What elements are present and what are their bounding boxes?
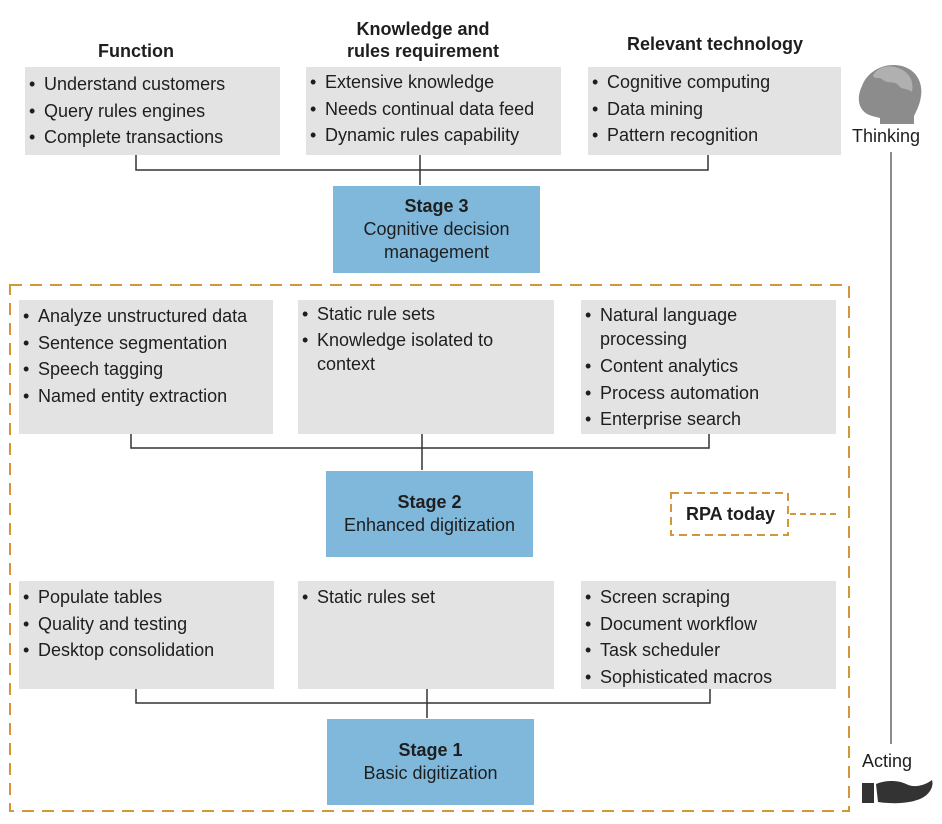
stage1-function-list: Populate tables Quality and testing Desk… <box>19 581 274 664</box>
list-item: Populate tables <box>19 584 274 611</box>
stage1-box: Stage 1 Basic digitization <box>327 719 534 805</box>
list-item: Quality and testing <box>19 611 274 638</box>
stage2-knowledge-box: Static rule sets Knowledge isolated to c… <box>298 300 554 434</box>
header-knowledge: Knowledge and rules requirement <box>308 18 538 62</box>
stage1-subtitle: Basic digitization <box>363 763 498 783</box>
stage2-subtitle: Enhanced digitization <box>343 515 516 535</box>
list-item: Dynamic rules capability <box>306 122 561 149</box>
list-item: Sentence segmentation <box>19 330 273 357</box>
open-hand-icon <box>862 780 933 804</box>
stage1-technology-list: Screen scraping Document workflow Task s… <box>581 581 836 690</box>
stage2-function-list: Analyze unstructured data Sentence segme… <box>19 300 273 409</box>
stage1-function-box: Populate tables Quality and testing Desk… <box>19 581 274 689</box>
stage3-technology-list: Cognitive computing Data mining Pattern … <box>588 67 841 149</box>
header-knowledge-line1: Knowledge and <box>356 19 490 39</box>
list-item: Query rules engines <box>25 98 280 125</box>
list-item: Process automation <box>581 380 836 407</box>
list-item: Static rules set <box>298 584 554 611</box>
list-item: Content analytics <box>581 353 836 380</box>
stage1-technology-box: Screen scraping Document workflow Task s… <box>581 581 836 690</box>
acting-label: Acting <box>862 751 913 771</box>
list-item: Extensive knowledge <box>306 69 561 96</box>
header-knowledge-line2: rules requirement <box>346 41 500 61</box>
stage3-title: Stage 3 <box>404 196 469 216</box>
list-item: Document workflow <box>581 611 836 638</box>
stage3-connector <box>135 155 709 185</box>
list-item: Desktop consolidation <box>19 637 274 664</box>
thinking-label: Thinking <box>852 126 921 146</box>
stage3-knowledge-list: Extensive knowledge Needs continual data… <box>306 67 561 149</box>
list-item: Analyze unstructured data <box>19 303 273 330</box>
stage1-connector <box>135 689 711 718</box>
rpa-today-label: RPA today <box>685 504 775 524</box>
stage3-technology-box: Cognitive computing Data mining Pattern … <box>588 67 841 155</box>
stage2-technology-box: Natural language processing Content anal… <box>581 300 836 434</box>
stage2-knowledge-list: Static rule sets Knowledge isolated to c… <box>298 300 554 376</box>
stage3-subtitle-line2: management <box>383 242 490 262</box>
rpa-dashed-frame <box>9 284 850 812</box>
list-item: Pattern recognition <box>588 122 841 149</box>
head-brain-icon <box>858 64 922 124</box>
stage3-knowledge-box: Extensive knowledge Needs continual data… <box>306 67 561 155</box>
list-item: Screen scraping <box>581 584 836 611</box>
stage2-function-box: Analyze unstructured data Sentence segme… <box>19 300 273 434</box>
header-technology: Relevant technology <box>626 34 804 54</box>
stage1-knowledge-box: Static rules set <box>298 581 554 689</box>
list-item: Enterprise search <box>581 406 836 433</box>
stage3-function-list: Understand customers Query rules engines… <box>25 67 280 151</box>
list-item: Speech tagging <box>19 356 273 383</box>
stage1-knowledge-list: Static rules set <box>298 581 554 611</box>
list-item: Natural language processing <box>581 303 770 351</box>
list-item: Static rule sets <box>298 301 554 328</box>
list-item: Sophisticated macros <box>581 664 836 691</box>
list-item: Understand customers <box>25 71 280 98</box>
list-item: Data mining <box>588 96 841 123</box>
stage3-function-box: Understand customers Query rules engines… <box>25 67 280 155</box>
stage3-box: Stage 3 Cognitive decision management <box>333 186 540 273</box>
stage3-subtitle-line1: Cognitive decision <box>363 219 510 239</box>
stage2-box: Stage 2 Enhanced digitization <box>326 471 533 557</box>
list-item: Knowledge isolated to context <box>298 328 507 376</box>
stage2-technology-list: Natural language processing Content anal… <box>581 300 836 433</box>
stage2-connector <box>130 434 710 470</box>
list-item: Complete transactions <box>25 124 280 151</box>
rpa-dashed-box <box>670 492 789 536</box>
header-function: Function <box>98 41 174 61</box>
list-item: Task scheduler <box>581 637 836 664</box>
stage2-title: Stage 2 <box>397 492 462 512</box>
list-item: Named entity extraction <box>19 383 273 410</box>
stage1-title: Stage 1 <box>398 740 463 760</box>
list-item: Cognitive computing <box>588 69 841 96</box>
list-item: Needs continual data feed <box>306 96 561 123</box>
